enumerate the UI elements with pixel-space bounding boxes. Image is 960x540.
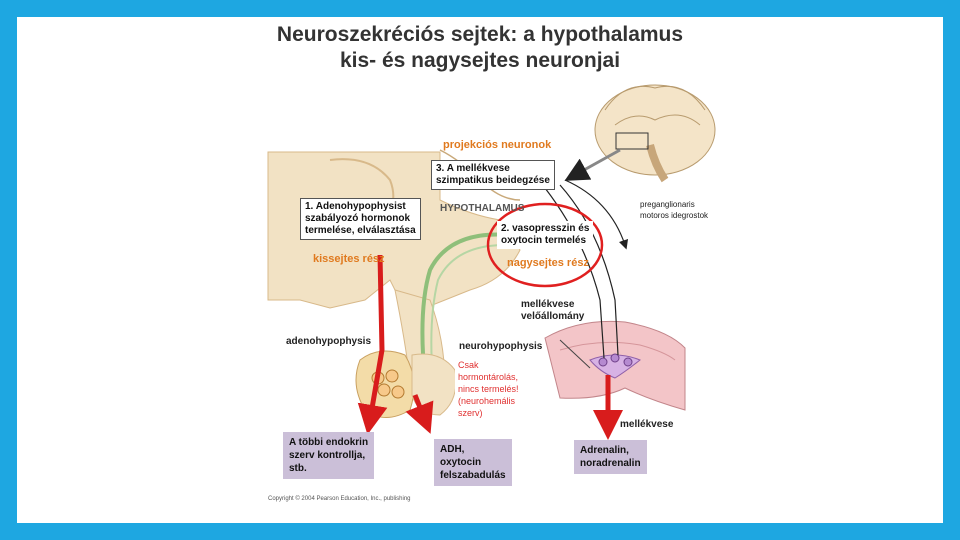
box1-line1: 1. Adenohypophysist <box>305 201 416 213</box>
adrenal-gland <box>545 321 685 410</box>
box3-line1: 3. A mellékvese <box>436 163 550 175</box>
out3-line1: Adrenalin, <box>580 444 641 457</box>
label-neurohypophysis: neurohypophysis <box>459 341 542 353</box>
box-vasopressin-oxytocin: 2. vasopresszin és oxytocin termelés <box>497 221 593 249</box>
preganglionaris-line1: preganglionaris <box>640 199 708 210</box>
box-sympathetic-innervation: 3. A mellékvese szimpatikus beidegzése <box>431 160 555 190</box>
box3-line2: szimpatikus beidegzése <box>436 175 550 187</box>
box2-line2: oxytocin termelés <box>501 235 589 247</box>
box2-line1: 2. vasopresszin és <box>501 223 589 235</box>
box1-line3: termelése, elválasztása <box>305 225 416 237</box>
csak-line5: szerv) <box>458 407 519 419</box>
label-mellekvese: mellékvese <box>620 419 673 431</box>
note-hormone-storage: Csak hormontárolás, nincs termelés! (neu… <box>455 357 522 421</box>
csak-line1: Csak <box>458 359 519 371</box>
out2-line2: oxytocin <box>440 456 506 469</box>
out2-line1: ADH, <box>440 443 506 456</box>
mellekvese-velo-line1: mellékvese <box>521 299 584 311</box>
csak-line4: (neurohemális <box>458 395 519 407</box>
out1-line1: A többi endokrin <box>289 436 368 449</box>
box-adenohypophysis-regulating: 1. Adenohypophysist szabályozó hormonok … <box>300 198 421 240</box>
csak-line2: hormontárolás, <box>458 371 519 383</box>
adenohypophysis-gland <box>356 351 414 418</box>
csak-line3: nincs termelés! <box>458 383 519 395</box>
copyright-notice: Copyright © 2004 Pearson Education, Inc.… <box>268 496 411 502</box>
output-box-adrenalin: Adrenalin, noradrenalin <box>574 440 647 474</box>
out3-line2: noradrenalin <box>580 457 641 470</box>
brain-inset-image <box>595 85 715 180</box>
label-adenohypophysis: adenohypophysis <box>286 336 371 348</box>
label-mellekvese-veloallomany: mellékvese velőállomány <box>521 299 584 323</box>
label-nagysejtes-resz: nagysejtes rész <box>507 257 589 269</box>
label-preganglionaris: preganglionaris motoros idegrostok <box>640 199 708 221</box>
mellekvese-velo-line2: velőállomány <box>521 311 584 323</box>
box1-line2: szabályozó hormonok <box>305 213 416 225</box>
out1-line3: stb. <box>289 462 368 475</box>
preganglionaris-line2: motoros idegrostok <box>640 210 708 221</box>
out1-line2: szerv kontrollja, <box>289 449 368 462</box>
output-box-adh-oxytocin: ADH, oxytocin felszabadulás <box>434 439 512 486</box>
output-box-endocrine-control: A többi endokrin szerv kontrollja, stb. <box>283 432 374 479</box>
label-projekcios-neuronok: projekciós neuronok <box>443 139 551 151</box>
label-kissejtes-resz: kissejtes rész <box>313 253 385 265</box>
out2-line3: felszabadulás <box>440 469 506 482</box>
label-hypothalamus: HYPOTHALAMUS <box>440 203 524 215</box>
